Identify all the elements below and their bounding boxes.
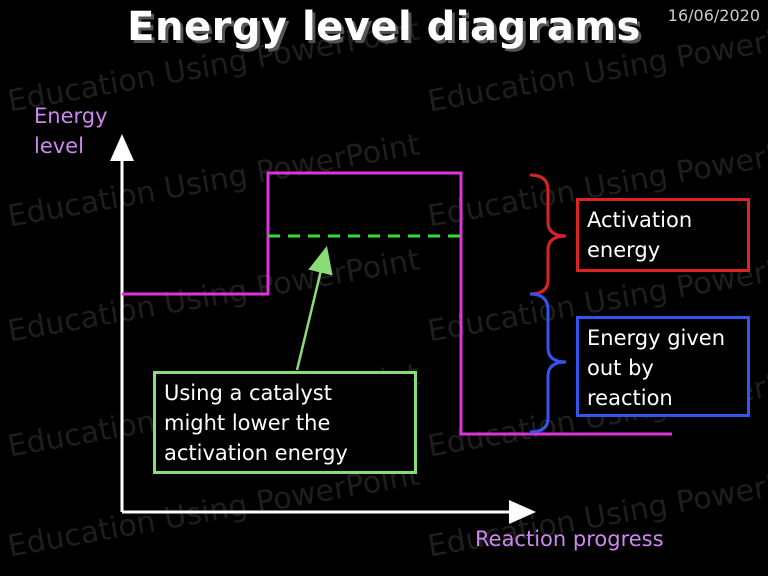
activation-energy-box: Activation energy (576, 198, 750, 272)
y-axis-label: Energy level (34, 101, 134, 161)
catalyst-arrow (295, 245, 333, 371)
box-line: reaction (587, 386, 673, 410)
energy-given-out-box: Energy given out by reaction (576, 316, 750, 417)
y-axis-label-line: Energy (34, 104, 108, 128)
given-out-brace (529, 292, 567, 434)
box-line: energy (587, 238, 661, 262)
slide-date: 16/06/2020 (667, 6, 760, 25)
box-line: activation energy (164, 441, 348, 465)
slide-title: Energy level diagrams (127, 4, 641, 50)
y-axis-label-line: level (34, 134, 84, 158)
reaction-profile (122, 171, 672, 436)
box-line: Using a catalyst (164, 381, 332, 405)
box-line: out by (587, 356, 654, 380)
catalyst-note-box: Using a catalyst might lower the activat… (153, 371, 417, 474)
box-line: Activation (587, 208, 693, 232)
box-line: might lower the (164, 411, 331, 435)
box-line: Energy given (587, 326, 726, 350)
activation-brace (529, 173, 567, 296)
x-axis-label: Reaction progress (475, 527, 664, 551)
